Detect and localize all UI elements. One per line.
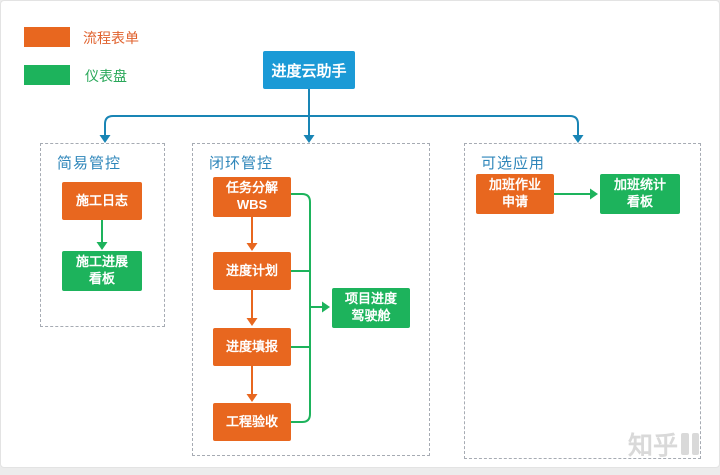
node-overtime-stats-board: 加班统计 看板 (600, 174, 680, 214)
legend-label-dashboard: 仪表盘 (85, 68, 127, 84)
node-project-progress-cockpit: 项目进度 驾驶舱 (332, 288, 410, 328)
node-project-acceptance: 工程验收 (213, 403, 291, 441)
node-progress-report: 进度填报 (213, 328, 291, 366)
group-title-simple-control: 简易管控 (57, 155, 122, 172)
node-overtime-application: 加班作业 申请 (476, 174, 554, 214)
zhihu-logo-icon (681, 433, 699, 455)
group-simple-control: 简易管控 (40, 143, 165, 327)
group-title-optional-apps: 可选应用 (481, 155, 546, 172)
legend-swatch-process-form (24, 27, 70, 47)
node-progress-cloud-assistant: 进度云助手 (263, 51, 355, 89)
zhihu-watermark: 知乎 (628, 426, 701, 462)
node-wbs-task-breakdown: 任务分解 WBS (213, 177, 291, 217)
node-schedule-plan: 进度计划 (213, 252, 291, 290)
group-closed-loop-control: 闭环管控 (192, 143, 430, 456)
legend-label-process-form: 流程表单 (83, 30, 139, 46)
legend-swatch-dashboard (24, 65, 70, 85)
group-title-closed-loop-control: 闭环管控 (209, 155, 274, 172)
zhihu-watermark-text: 知乎 (627, 432, 678, 460)
group-optional-apps: 可选应用 (464, 143, 701, 459)
node-construction-log: 施工日志 (62, 182, 142, 220)
node-construction-progress-board: 施工进展 看板 (62, 251, 142, 291)
